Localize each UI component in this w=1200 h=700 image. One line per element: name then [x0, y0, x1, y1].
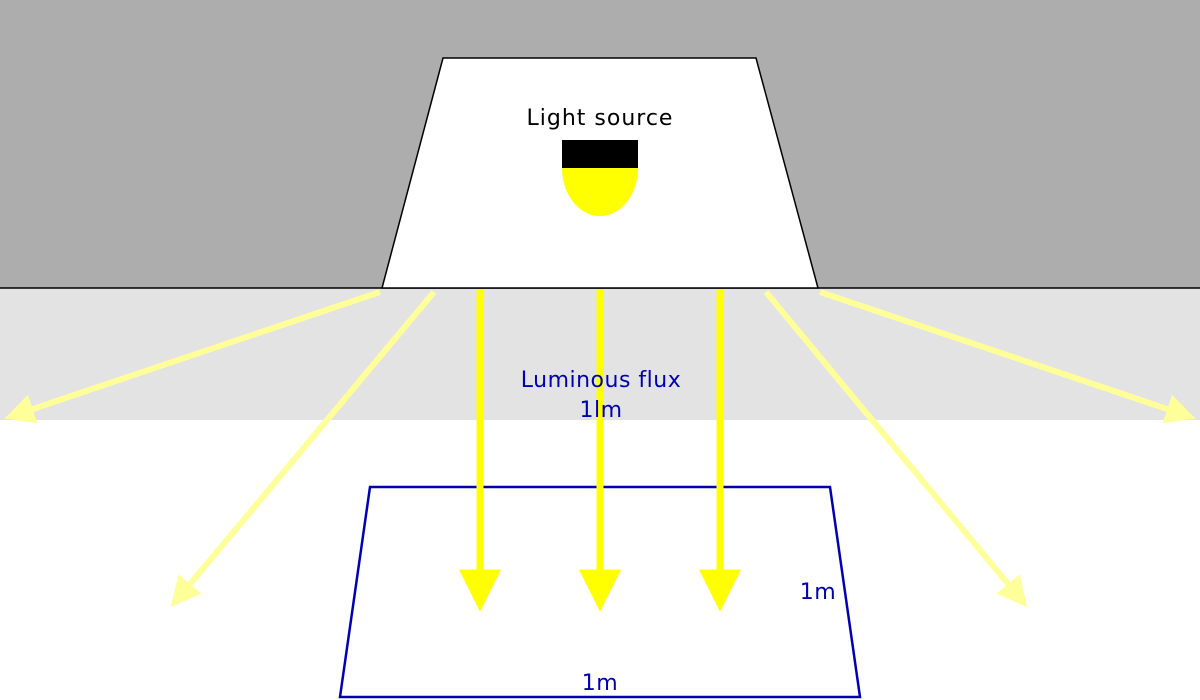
light-source-label: Light source [527, 106, 674, 131]
diffuse-ray-far-left [4, 289, 381, 424]
diffuse-rays [4, 289, 1196, 608]
diffuse-ray-left [170, 290, 437, 608]
lamp-bulb [562, 168, 638, 216]
area-depth-label: 1m [800, 580, 836, 605]
diffuse-ray-right [763, 290, 1028, 608]
area-width-label: 1m [582, 671, 618, 696]
lamp-cap [562, 140, 638, 168]
unit-area [338, 485, 862, 699]
diffuse-ray-far-right [819, 289, 1196, 424]
flux-arrows [459, 290, 741, 612]
flux-title-label: Luminous flux [521, 368, 681, 393]
flux-value-label: 1lm [579, 398, 622, 423]
